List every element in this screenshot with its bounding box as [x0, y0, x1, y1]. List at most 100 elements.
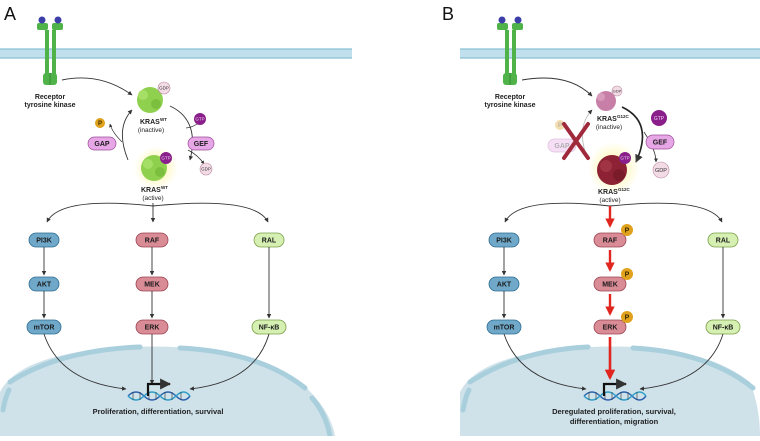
receptor-label-b-1: Receptor — [495, 94, 526, 101]
p-label-b: P — [558, 123, 562, 129]
pi3k-node-b: PI3K — [488, 232, 520, 248]
blocked-cross-icon — [562, 122, 590, 160]
activation-arrow-b — [521, 77, 593, 97]
kras-inactive-state-a: (inactive) — [138, 127, 164, 134]
dna-icon-a — [127, 378, 191, 401]
kras-inactive-sup-b: G12C — [617, 114, 630, 119]
gap-label-b: GAP — [554, 143, 570, 150]
kras-inactive-sup-a: WT — [160, 117, 167, 122]
gtp-token-right-a: GTP — [194, 113, 206, 125]
erk-node-b: ERK P — [593, 311, 633, 335]
ral-label-b: RAL — [716, 238, 731, 245]
ral-node-a: RAL — [253, 232, 285, 248]
panel-a: A Receptor tyrosine kinase — [0, 4, 352, 439]
raf-label-b: RAF — [603, 238, 618, 245]
erk-label-a: ERK — [145, 325, 160, 332]
phosphate-faded-b: P — [555, 120, 565, 130]
kras-active-sup-b: G12C — [618, 187, 631, 192]
ral-node-b: RAL — [707, 232, 739, 248]
gap-label-a: GAP — [94, 141, 110, 148]
akt-label-a: AKT — [37, 282, 52, 289]
pi3k-label-a: PI3K — [36, 238, 52, 245]
raf-node-b: RAF P — [593, 224, 633, 248]
gef-node-a: GEF — [187, 136, 215, 151]
akt-node-b: AKT — [488, 276, 520, 292]
phosphate-a: P — [95, 118, 105, 128]
receptor-tyrosine-kinase-b — [497, 16, 523, 85]
akt-label-b: AKT — [497, 282, 512, 289]
kras-wt-inactive: GDP — [137, 81, 171, 113]
gtp-token-right-b: GTP — [651, 110, 667, 126]
gdp-right-label-b: GDP — [655, 168, 667, 174]
pi3k-label-b: PI3K — [496, 238, 512, 245]
panel-letter-b: B — [442, 4, 454, 24]
panel-b: B Receptor tyrosine kinase — [442, 4, 760, 436]
outcome-caption-b-2: differentiation, migration — [570, 417, 659, 426]
gef-label-a: GEF — [194, 141, 209, 148]
nfkb-label-b: NF-κB — [713, 325, 734, 332]
gdp-token-top-b — [611, 85, 623, 97]
mtor-label-b: mTOR — [494, 325, 515, 332]
gdp-token-right-a: GDP — [199, 162, 213, 176]
pi3k-node-a: PI3K — [28, 232, 60, 248]
phospho-raf-label: P — [625, 228, 630, 235]
mtor-node-a: mTOR — [26, 319, 62, 335]
mek-label-b: MEK — [602, 282, 618, 289]
mtor-label-a: mTOR — [34, 325, 55, 332]
nfkb-label-a: NF-κB — [259, 325, 280, 332]
gap-node-a: GAP — [87, 136, 117, 151]
kras-cycle-a — [109, 105, 205, 165]
kras-wt-active: GTP — [134, 146, 178, 190]
outcome-caption-a: Proliferation, differentiation, survival — [93, 407, 224, 416]
gef-node-b: GEF — [645, 134, 675, 150]
kras-g12c-inactive: GDP — [596, 85, 623, 111]
receptor-tyrosine-kinase-a — [37, 16, 63, 85]
raf-node-a: RAF — [135, 232, 169, 248]
outcome-caption-b-1: Deregulated proliferation, survival, — [552, 407, 676, 416]
receptor-label-a-2: tyrosine kinase — [25, 102, 76, 109]
receptor-label-a-1: Receptor — [35, 94, 66, 101]
phospho-mek-label: P — [625, 272, 630, 279]
gdp-token-right-b: GDP — [652, 161, 670, 179]
akt-node-a: AKT — [28, 276, 60, 292]
dna-icon-b — [583, 378, 647, 401]
cell-membrane-b — [460, 48, 760, 59]
receptor-label-b-2: tyrosine kinase — [485, 102, 536, 109]
kras-inactive-name-a: KRAS — [140, 119, 160, 126]
panel-letter-a: A — [4, 4, 16, 24]
gef-label-b: GEF — [653, 140, 668, 147]
nucleus-b — [460, 344, 760, 436]
mek-node-a: MEK — [135, 276, 169, 292]
phospho-erk-label: P — [625, 315, 630, 322]
cell-membrane-a — [0, 48, 352, 59]
phospho-erk — [621, 311, 633, 323]
activation-arrow-a — [61, 77, 133, 96]
converging-arrows-b — [503, 333, 724, 391]
nfkb-node-a: NF-κB — [251, 319, 287, 335]
mtor-node-b: mTOR — [486, 319, 522, 335]
gtp-active-label-b: GTP — [620, 156, 629, 161]
gtp-token-active-b — [619, 152, 631, 164]
kras-inactive-name-b: KRAS — [597, 116, 617, 123]
kras-inactive-state-b: (inactive) — [596, 124, 622, 131]
gtp-token-active-a — [160, 152, 172, 164]
p-label-a: P — [98, 121, 102, 127]
branch-lines-a — [46, 202, 269, 223]
phospho-raf — [621, 224, 633, 236]
gdp-top-label-a: GDP — [159, 86, 169, 91]
branch-lines-b — [504, 202, 723, 223]
erk-node-a: ERK — [135, 319, 169, 335]
gdp-token-top-a — [157, 81, 171, 95]
kras-active-state-b: (active) — [599, 197, 620, 204]
gtp-active-label-a: GTP — [161, 156, 170, 161]
erk-label-b: ERK — [603, 325, 618, 332]
phospho-mek — [621, 268, 633, 280]
kras-active-state-a: (active) — [142, 195, 163, 202]
nfkb-node-b: NF-κB — [705, 319, 741, 335]
gtp-right-label-b: GTP — [654, 116, 665, 122]
gdp-right-label-a: GDP — [201, 167, 211, 172]
gtp-right-label-a: GTP — [195, 117, 204, 122]
ral-label-a: RAL — [262, 238, 277, 245]
